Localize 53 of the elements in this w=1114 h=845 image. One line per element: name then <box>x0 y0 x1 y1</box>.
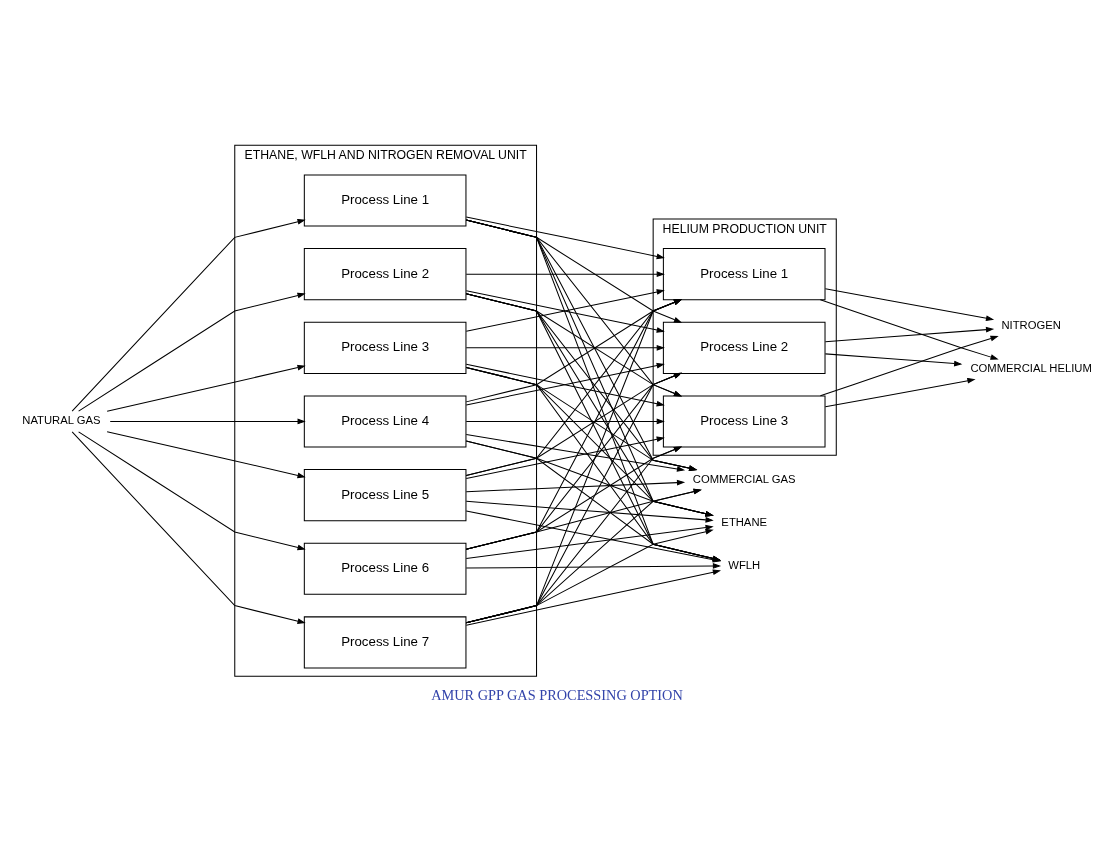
arrow <box>106 431 306 479</box>
node-text: NITROGEN <box>1001 319 1061 332</box>
arrow <box>465 216 665 260</box>
arrow <box>465 510 722 563</box>
caption: AMUR GPP GAS PROCESSING OPTION <box>431 686 683 703</box>
arrow <box>78 431 306 551</box>
arrow <box>465 293 714 517</box>
node-box: Process Line 5 <box>303 469 467 522</box>
arrow <box>465 488 702 550</box>
arrow <box>465 372 683 477</box>
arrow <box>465 434 686 472</box>
arrow <box>465 366 722 562</box>
node-box: Process Line 6 <box>303 542 467 595</box>
arrow <box>71 431 306 624</box>
node-box: Process Line 7 <box>303 616 467 669</box>
node-text: COMMERCIAL GAS <box>692 472 796 485</box>
arrow <box>106 364 306 412</box>
arrow <box>465 563 722 569</box>
arrow <box>465 569 722 626</box>
arrow <box>78 292 306 412</box>
node-box: Process Line 1 <box>662 248 826 301</box>
arrow <box>465 500 714 523</box>
node-text: ETHANE <box>721 515 768 528</box>
node-text: NATURAL GAS <box>22 414 101 427</box>
node-box: Process Line 1 <box>303 174 467 227</box>
node-box: Process Line 4 <box>303 395 467 448</box>
arrow <box>465 293 722 562</box>
arrow <box>824 353 963 367</box>
arrow <box>465 271 665 278</box>
arrow <box>465 418 665 425</box>
arrow <box>824 288 995 322</box>
node-box: Process Line 3 <box>662 395 826 448</box>
arrow <box>819 299 999 360</box>
arrow <box>824 326 995 343</box>
arrow <box>465 440 722 562</box>
node-text: COMMERCIAL HELIUM <box>970 362 1092 375</box>
arrow <box>465 436 665 480</box>
arrow <box>465 219 722 562</box>
arrow <box>465 479 686 493</box>
arrow <box>465 366 698 471</box>
arrow <box>819 335 999 397</box>
arrow <box>465 344 665 351</box>
arrow <box>109 418 306 425</box>
arrow <box>465 366 714 517</box>
node-box: Process Line 2 <box>662 321 826 374</box>
node-box: Process Line 3 <box>303 321 467 374</box>
arrow <box>824 377 976 408</box>
arrow <box>465 440 714 517</box>
arrow <box>465 528 714 624</box>
arrow <box>465 524 714 559</box>
node-box: Process Line 2 <box>303 248 467 301</box>
arrow <box>71 219 306 412</box>
node-text: WFLH <box>728 558 761 571</box>
